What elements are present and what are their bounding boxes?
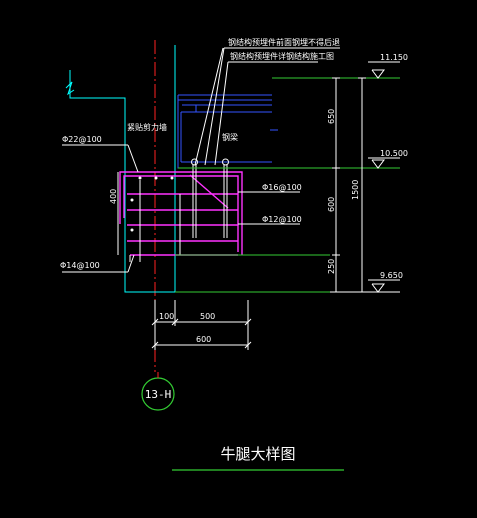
dim-h-500: 500 bbox=[200, 312, 215, 321]
vertical-dimension-lines bbox=[330, 77, 400, 293]
dim-h-600: 600 bbox=[196, 335, 211, 344]
axis-label: 13-H bbox=[145, 388, 172, 401]
note-line-2: 钢结构预埋件详钢结构施工图 bbox=[230, 51, 334, 61]
wall-outline bbox=[65, 45, 176, 293]
rebar-mid-lower-label: Φ12@100 bbox=[262, 215, 302, 224]
rebar-mid-upper-label: Φ16@100 bbox=[262, 183, 302, 192]
dim-h-small: 100 bbox=[159, 312, 174, 321]
elevation-markers bbox=[368, 61, 400, 293]
leader-lines bbox=[62, 47, 340, 273]
horizontal-dimension-lines bbox=[151, 300, 252, 350]
note-line-1: 钢结构预埋件前面钢埋不得后退 bbox=[228, 37, 340, 47]
level-lines bbox=[175, 77, 400, 293]
steel-beam-label: 钢梁 bbox=[222, 132, 238, 142]
dim-v-upper: 650 bbox=[327, 109, 336, 124]
dim-v-lower: 250 bbox=[327, 259, 336, 274]
rebar-bottom-label: Φ14@100 bbox=[60, 261, 100, 270]
anchor-bolts bbox=[129, 158, 229, 262]
dim-v-total: 1500 bbox=[351, 180, 360, 200]
rebar-dots bbox=[130, 176, 174, 232]
elevation-top: 11.150 bbox=[380, 53, 408, 62]
wall-label: 紧贴剪力墙 bbox=[127, 122, 167, 132]
elevation-mid: 10.500 bbox=[380, 149, 408, 158]
rebar-top-label: Φ22@100 bbox=[62, 135, 102, 144]
left-width-label: 400 bbox=[109, 189, 118, 204]
dim-v-middle: 600 bbox=[327, 197, 336, 212]
drawing-title: 牛腿大样图 bbox=[220, 445, 295, 463]
elevation-bottom: 9.650 bbox=[380, 271, 403, 280]
